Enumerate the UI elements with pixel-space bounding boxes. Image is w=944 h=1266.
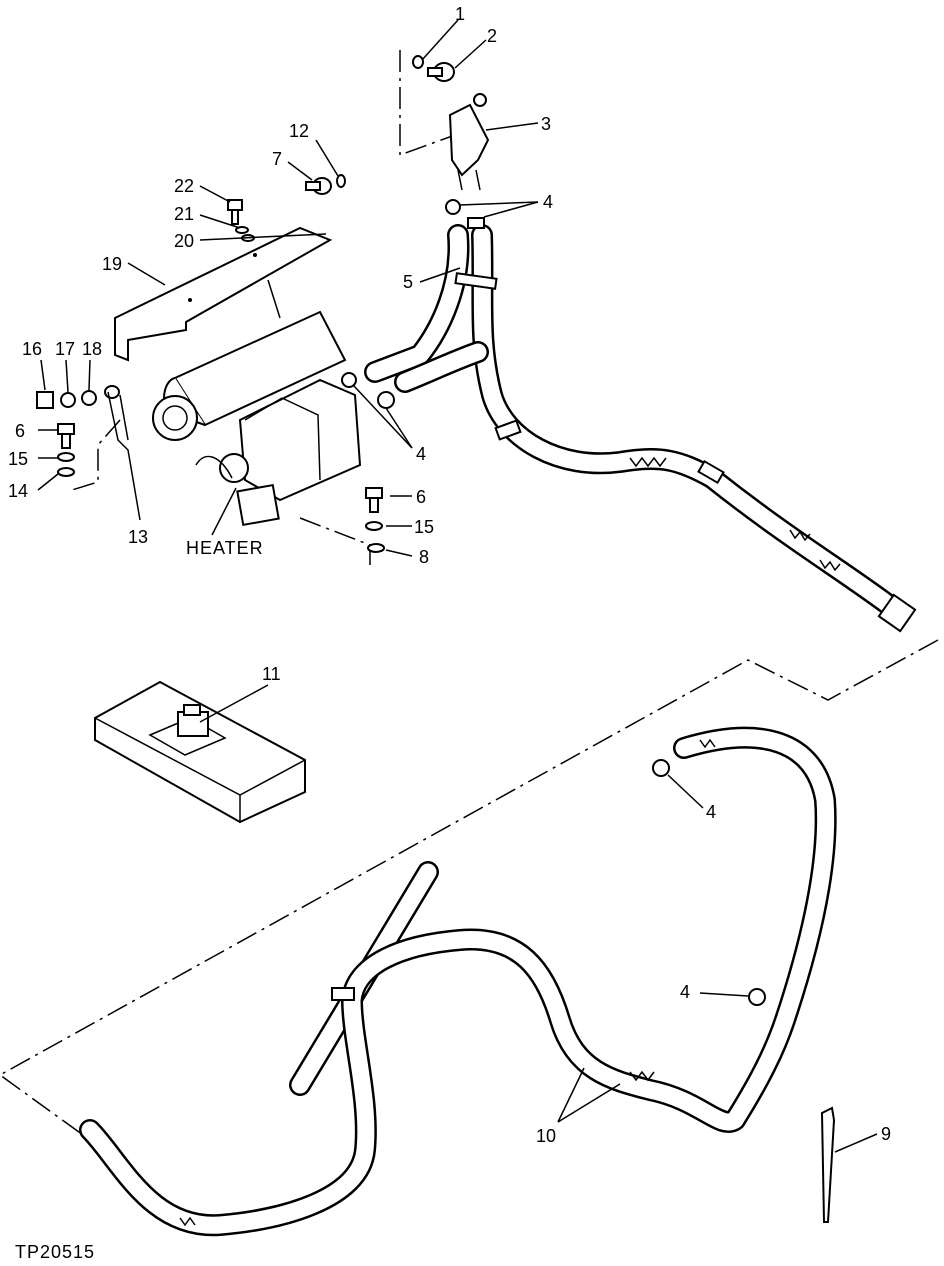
heater-unit: HEATER	[152, 310, 362, 558]
callout-22: 22	[174, 176, 194, 196]
callout-5: 5	[403, 272, 413, 292]
callout-10: 10	[536, 1126, 556, 1146]
figure-id: TP20515	[15, 1242, 95, 1262]
callout-labels: 1 2 3 4 5 12 7 22 21 20 19 16 17 18 6 15…	[8, 4, 891, 1146]
heater-cover-19	[114, 226, 333, 362]
callout-1: 1	[455, 4, 465, 24]
rod-13	[107, 391, 141, 521]
callout-20: 20	[174, 231, 194, 251]
upper-heater-hose	[364, 224, 917, 633]
callout-4-heater: 4	[416, 444, 426, 464]
hose-clamp-icon	[341, 199, 766, 1006]
callout-11: 11	[262, 664, 281, 684]
callout-3: 3	[541, 114, 551, 134]
callout-9: 9	[881, 1124, 891, 1144]
cap-screw-icon	[57, 62, 455, 513]
callout-21: 21	[174, 204, 194, 224]
callout-8: 8	[419, 547, 429, 567]
callout-17: 17	[55, 339, 75, 359]
callout-12: 12	[289, 121, 309, 141]
lower-heater-hose	[79, 726, 837, 1237]
heater-label: HEATER	[186, 538, 264, 558]
cable-strap-icon	[820, 1106, 836, 1223]
callout-4-lower: 4	[680, 982, 690, 1002]
leader-lines	[37, 19, 878, 1153]
nut-icon	[36, 391, 54, 409]
callout-15-left: 15	[8, 449, 28, 469]
callout-19: 19	[102, 254, 122, 274]
callout-7: 7	[272, 149, 282, 169]
bracket-3	[448, 93, 490, 191]
control-panel-11	[94, 680, 306, 824]
callout-18: 18	[82, 339, 102, 359]
callout-2: 2	[487, 26, 497, 46]
callout-6-right: 6	[416, 487, 426, 507]
callout-14: 14	[8, 481, 28, 501]
callout-4-upper: 4	[543, 192, 553, 212]
callout-16: 16	[22, 339, 42, 359]
callout-4-lower-top: 4	[706, 802, 716, 822]
callout-6-left: 6	[15, 421, 25, 441]
callout-13: 13	[128, 527, 148, 547]
callout-15-right: 15	[414, 517, 434, 537]
